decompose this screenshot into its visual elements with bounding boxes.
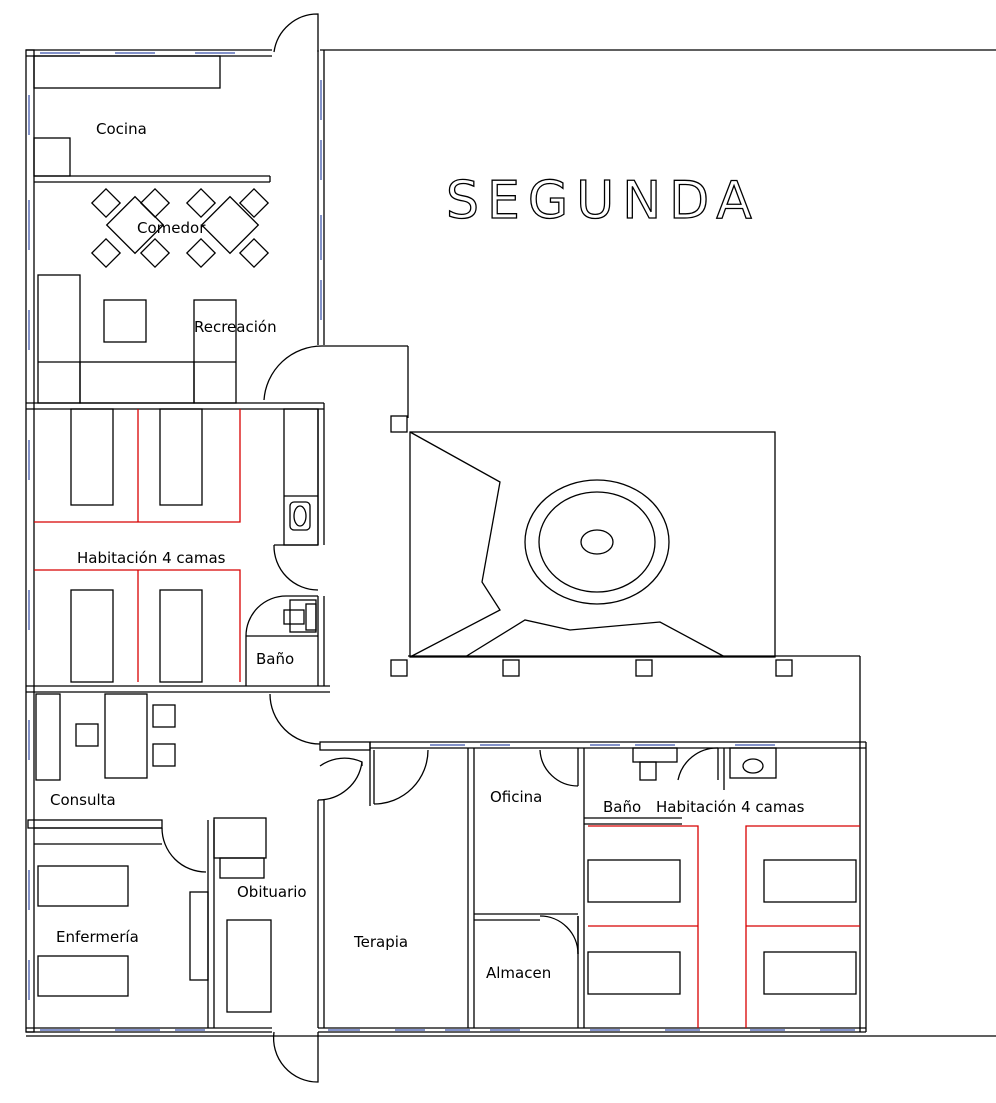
courtyard (390, 415, 860, 677)
windows (28, 52, 855, 1031)
dining-tables (90, 187, 270, 269)
bano-right (584, 747, 777, 825)
hab-left-beds (34, 408, 319, 683)
consulta (35, 693, 371, 1028)
floor-title: SEGUNDA (446, 171, 760, 231)
rooms-bottom-right (370, 741, 866, 1028)
label-cocina: Cocina (96, 120, 147, 138)
outer-walls (25, 49, 867, 1033)
site-boundary (26, 49, 996, 1037)
label-comedor: Comedor (137, 219, 206, 237)
label-oficina: Oficina (490, 788, 542, 806)
label-habitacion-left: Habitación 4 camas (77, 549, 226, 567)
label-terapia: Terapia (353, 933, 408, 951)
kitchen (33, 55, 271, 183)
obituario (213, 817, 272, 1013)
label-consulta: Consulta (50, 791, 116, 809)
enfermeria (27, 819, 215, 1028)
entrance-doors (272, 13, 319, 1083)
recreation-furniture (37, 274, 409, 418)
bano-left (245, 595, 318, 686)
label-almacen: Almacen (486, 964, 551, 982)
label-obituario: Obituario (237, 883, 307, 901)
label-enfermeria: Enfermería (56, 928, 139, 946)
hab-right-beds (587, 825, 860, 1028)
label-bano-right: Baño (603, 798, 641, 816)
label-bano-left: Baño (256, 650, 294, 668)
label-recreacion: Recreación (194, 318, 277, 336)
label-habitacion-right: Habitación 4 camas (656, 798, 805, 816)
